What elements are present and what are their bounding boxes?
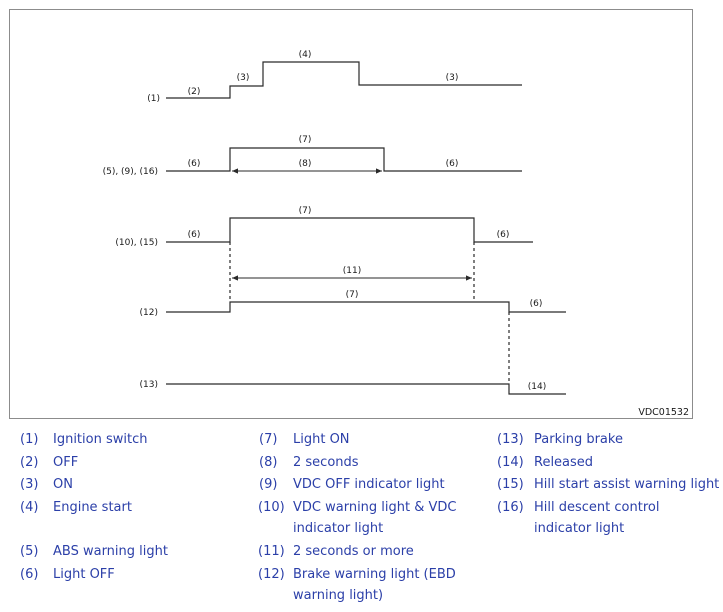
label-light-on-c: (7) [346,290,359,300]
row-label-parking: (13) [140,380,158,390]
row-label-ignition: (1) [147,94,160,104]
legend-text: Released [534,455,594,470]
legend-num: (15) [497,477,524,492]
label-light-off-a2: (6) [446,159,459,169]
parking-waveform [166,383,566,395]
abs-group-waveform [166,147,522,172]
vdc-group-waveform [166,217,533,243]
legend-text: 2 seconds or more [293,544,414,559]
legend-num: (8) [259,455,278,470]
figure-code: VDC01532 [638,407,689,418]
timing-diagram: (1) (2) (3) (4) (3) (5), (9), (16) (6) (… [103,50,689,418]
ignition-waveform [166,61,522,99]
legend-text: VDC OFF indicator light [293,477,445,492]
label-on-1: (3) [237,73,250,83]
legend-num: (6) [20,567,39,582]
row-label-brake: (12) [140,308,158,318]
legend-num: (2) [20,455,39,470]
legend-num: (10) [258,500,285,515]
label-light-off-c: (6) [530,299,543,309]
diagram-frame [9,9,693,419]
label-two-seconds-or-more: (11) [343,266,361,276]
legend-num: (13) [497,432,524,447]
legend-num: (4) [20,500,39,515]
legend-num: (1) [20,432,39,447]
legend-text: Brake warning light (EBD warning light) [293,567,456,603]
legend-text: Hill start assist warning light [534,477,720,492]
legend-text: Light ON [293,432,350,447]
legend-text: OFF [53,455,79,470]
label-light-off-b1: (6) [188,230,201,240]
legend-text: ABS warning light [53,544,168,559]
legend-text: VDC warning light & VDC indicator light [293,500,457,536]
row-label-vdc-group: (10), (15) [115,238,158,248]
row-label-abs-group: (5), (9), (16) [103,167,158,177]
label-two-seconds: (8) [299,159,312,169]
label-engine-start: (4) [299,50,312,60]
legend-num: (3) [20,477,39,492]
legend-num: (12) [258,567,285,582]
brake-waveform [166,301,566,313]
label-light-off-a1: (6) [188,159,201,169]
label-light-on-a: (7) [299,135,312,145]
legend-num: (16) [497,500,524,515]
legend-text: Hill descent control indicator light [534,500,660,536]
legend-text: ON [53,477,73,492]
legend-num: (11) [258,544,285,559]
legend-num: (9) [259,477,278,492]
label-light-off-b2: (6) [497,230,510,240]
legend-num: (5) [20,544,39,559]
label-released: (14) [528,382,546,392]
legend-text: Light OFF [53,567,115,582]
legend-text: 2 seconds [293,455,359,470]
label-off: (2) [188,87,201,97]
legend-num: (7) [259,432,278,447]
legend-text: Engine start [53,500,132,515]
legend-text: Parking brake [534,432,623,447]
legend-text: Ignition switch [53,432,148,447]
legend-num: (14) [497,455,524,470]
label-light-on-b: (7) [299,206,312,216]
label-on-2: (3) [446,73,459,83]
